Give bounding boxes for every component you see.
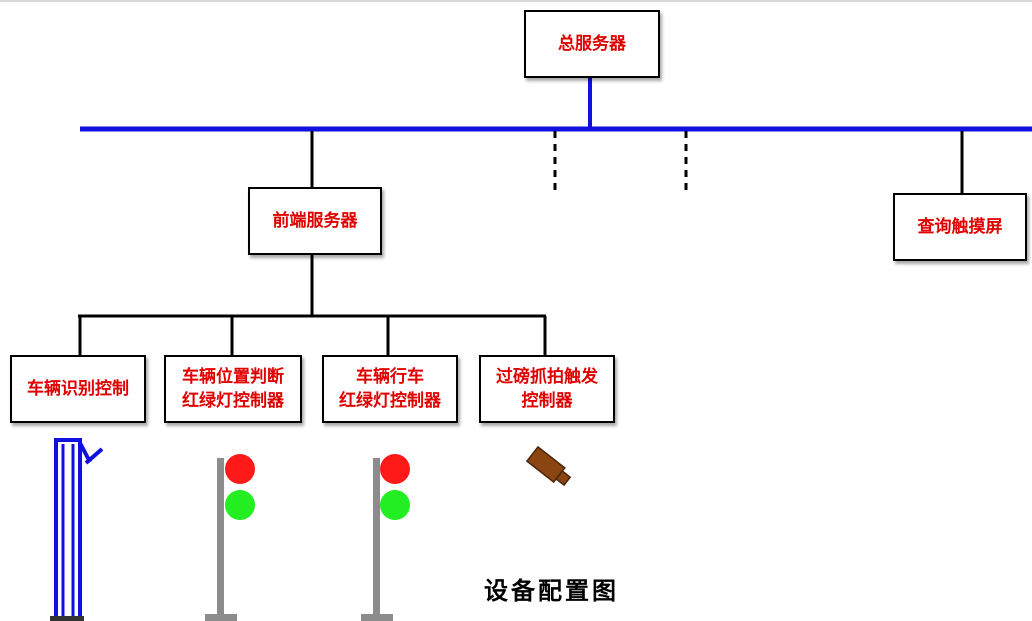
position-light-controller-box: 车辆位置判断 红绿灯控制器 (164, 355, 302, 423)
query-screen-box: 查询触摸屏 (893, 193, 1027, 261)
camera-icon (525, 445, 572, 487)
weigh-capture-controller-box: 过磅抓拍触发 控制器 (479, 355, 615, 423)
traffic-light-icon-1 (205, 454, 255, 621)
barrier-gate-icon (50, 438, 104, 621)
diagram-caption: 设备配置图 (484, 577, 619, 605)
front-server-box: 前端服务器 (248, 187, 382, 255)
main-server-box: 总服务器 (524, 10, 660, 78)
top-border (0, 0, 1032, 2)
traffic-light-icon-2 (361, 454, 410, 621)
vehicle-recognition-box: 车辆识别控制 (10, 355, 146, 423)
drive-light-controller-box: 车辆行车 红绿灯控制器 (322, 355, 458, 423)
